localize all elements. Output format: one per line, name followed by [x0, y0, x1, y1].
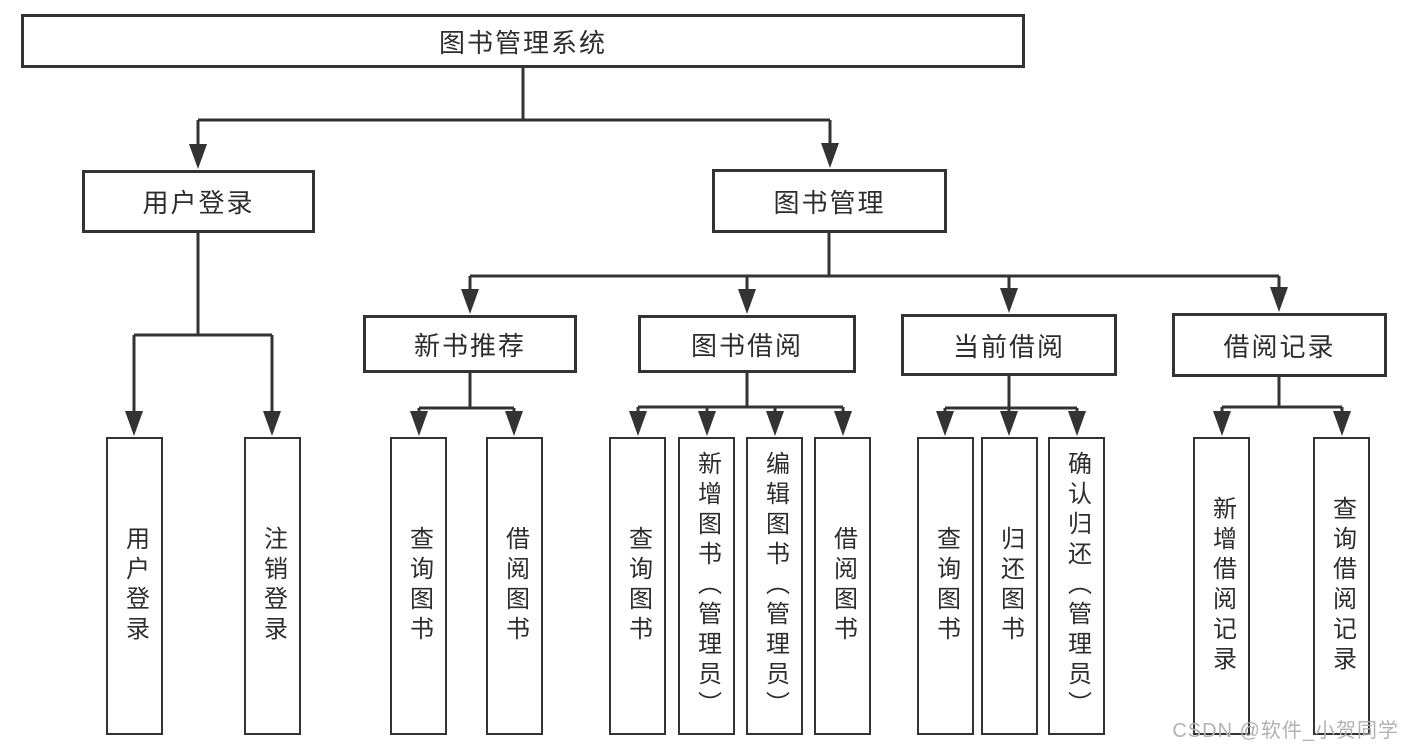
- node-user-login: 用户登录: [82, 170, 315, 233]
- node-current-borrow: 当前借阅: [901, 314, 1117, 376]
- leaf-label: 新增图书（管理员）: [693, 451, 721, 721]
- node-label: 图书管理: [773, 187, 886, 218]
- node-label: 新书推荐: [413, 330, 526, 361]
- node-book-borrow: 图书借阅: [638, 315, 856, 373]
- node-label: 借阅记录: [1223, 331, 1336, 362]
- leaf-label: 确认归还（管理员）: [1063, 451, 1091, 721]
- node-borrow-record: 借阅记录: [1172, 313, 1387, 377]
- node-label: 当前借阅: [952, 331, 1065, 362]
- leaf-user-login: 用户登录: [106, 437, 163, 735]
- connector-root: [196, 68, 832, 150]
- leaf-query-borrow-record: 查询借阅记录: [1313, 437, 1370, 735]
- leaf-return-books: 归还图书: [981, 437, 1038, 735]
- node-new-book-recommend: 新书推荐: [363, 315, 577, 373]
- leaf-query-books-borrow: 查询图书: [609, 437, 666, 735]
- node-label: 用户登录: [142, 188, 255, 218]
- leaf-label: 借阅图书: [501, 526, 529, 646]
- leaf-label: 查询图书: [932, 526, 960, 646]
- leaf-logout: 注销登录: [244, 437, 301, 735]
- leaf-confirm-return-admin: 确认归还（管理员）: [1048, 437, 1105, 735]
- leaf-query-books-new: 查询图书: [390, 437, 447, 735]
- connector-mgmt-split: [468, 233, 1281, 297]
- connector-record-split: [1220, 377, 1344, 420]
- leaf-label: 归还图书: [996, 526, 1024, 646]
- leaf-label: 借阅图书: [829, 526, 857, 646]
- leaf-label: 查询图书: [405, 526, 433, 646]
- node-label: 图书借阅: [690, 330, 803, 361]
- leaf-borrow-books: 借阅图书: [814, 437, 871, 735]
- leaf-query-books-current: 查询图书: [917, 437, 974, 735]
- csdn-watermark: CSDN @软件_小贺同学: [1172, 720, 1399, 742]
- connector-borrow-split: [636, 373, 845, 420]
- node-library-management-system: 图书管理系统: [21, 14, 1025, 68]
- leaf-label: 注销登录: [259, 526, 287, 646]
- leaf-edit-books-admin: 编辑图书（管理员）: [746, 437, 803, 735]
- leaf-label: 新增借阅记录: [1208, 496, 1236, 676]
- leaf-borrow-books-new: 借阅图书: [486, 437, 543, 735]
- connector-new-split: [417, 373, 516, 420]
- node-book-management: 图书管理: [712, 169, 947, 233]
- leaf-add-borrow-record: 新增借阅记录: [1193, 437, 1250, 735]
- connector-login-split: [132, 233, 274, 418]
- leaf-label: 查询图书: [624, 526, 652, 646]
- leaf-label: 查询借阅记录: [1328, 496, 1356, 676]
- node-label: 图书管理系统: [438, 27, 607, 58]
- leaf-add-books-admin: 新增图书（管理员）: [678, 437, 735, 735]
- arrowheads: [125, 143, 1351, 436]
- leaf-label: 用户登录: [121, 526, 149, 646]
- leaf-label: 编辑图书（管理员）: [761, 451, 789, 721]
